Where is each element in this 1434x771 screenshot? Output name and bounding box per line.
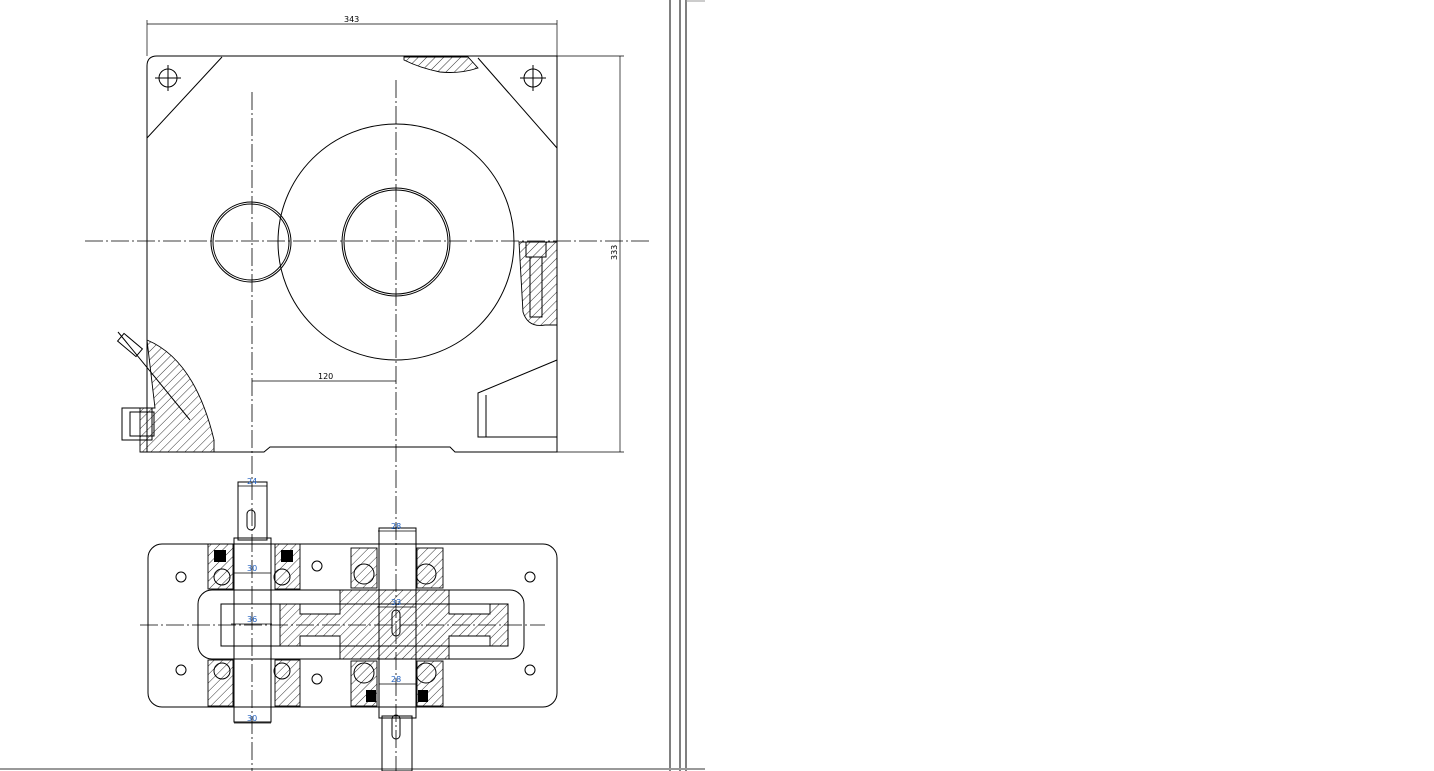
gearbox-plan-view [147,481,558,771]
dim-output-gear-bore: 33 [391,598,401,607]
dim-output-shaft-bottom: 28 [391,675,401,684]
dim-center-distance: 120 [318,372,333,381]
dim-input-shaft-bottom: 30 [247,714,257,723]
gearbox-front-view [116,55,558,453]
output-shaft [378,527,417,719]
dim-output-shaft-top: 28 [391,522,401,531]
input-shaft [237,481,268,541]
drawing-frame [0,0,705,771]
dim-overall-width: 343 [344,15,359,24]
output-gear-section [279,589,509,660]
dipstick-section [518,241,558,326]
bolt-hole-right [520,65,546,91]
dimension-lines [146,20,624,453]
bolt-hole-left [155,65,181,91]
dim-input-bearing: 30 [247,564,257,573]
dim-input-shaft-end: 24 [247,477,257,486]
dim-overall-height: 333 [610,245,619,260]
drain-plug-section [139,339,215,453]
dim-input-gear: 36 [247,615,257,624]
